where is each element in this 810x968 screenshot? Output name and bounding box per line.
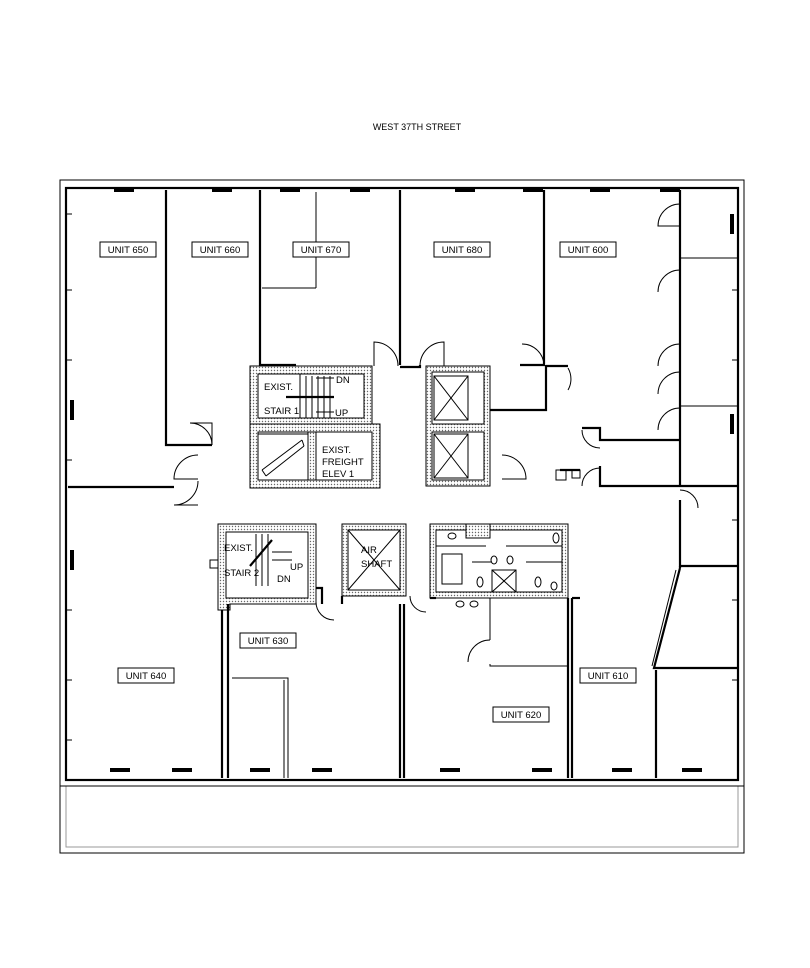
stair-2-up-label: UP [290,562,303,573]
unit-label-660[interactable]: UNIT 660 [191,241,249,258]
windows-side [70,214,734,570]
freight-elevator [249,423,381,489]
unit-label-680[interactable]: UNIT 680 [433,241,491,258]
air-shaft-label-2: SHAFT [361,559,392,570]
unit-label-640[interactable]: UNIT 640 [117,667,175,684]
unit-label-620[interactable]: UNIT 620 [492,706,550,723]
stair-2-exist-label: EXIST. [224,543,253,554]
svg-text:UNIT 620: UNIT 620 [501,710,541,721]
svg-text:UNIT 610: UNIT 610 [588,671,628,682]
north-walls [164,190,568,447]
door-swings [173,341,699,663]
freight-elev-label-1: EXIST. [322,445,351,456]
passenger-elevators [425,365,491,487]
east-offices [555,190,738,778]
west-divider [68,485,224,778]
perimeter-piers [66,213,738,741]
unit-label-670[interactable]: UNIT 670 [292,241,350,258]
stair-1 [249,365,373,425]
stair-2-name-label: STAIR 2 [224,568,259,579]
stair-1-up-label: UP [335,408,348,419]
unit-label-630[interactable]: UNIT 630 [239,632,297,649]
south-walls [226,596,580,778]
windows-top [114,188,680,192]
air-shaft [341,523,407,597]
svg-text:UNIT 600: UNIT 600 [568,245,608,256]
stair-1-name-label: STAIR 1 [264,406,299,417]
stair-1-dn-label: DN [336,375,350,386]
svg-text:UNIT 650: UNIT 650 [108,245,148,256]
unit-label-610[interactable]: UNIT 610 [579,667,637,684]
building-outline [59,179,745,854]
street-label: WEST 37TH STREET [373,122,462,132]
svg-text:UNIT 670: UNIT 670 [301,245,341,256]
svg-text:UNIT 640: UNIT 640 [126,671,166,682]
unit-label-650[interactable]: UNIT 650 [99,241,157,258]
air-shaft-label-1: AIR [361,545,377,556]
stair-1-exist-label: EXIST. [264,382,293,393]
unit-label-600[interactable]: UNIT 600 [559,241,617,258]
svg-text:UNIT 680: UNIT 680 [442,245,482,256]
svg-text:UNIT 630: UNIT 630 [248,636,288,647]
restrooms [429,523,569,608]
freight-elev-label-3: ELEV 1 [322,469,354,480]
freight-elev-label-2: FREIGHT [322,457,364,468]
windows-bottom [110,768,702,772]
svg-text:UNIT 660: UNIT 660 [200,245,240,256]
stair-2-dn-label: DN [277,574,291,585]
stair-2 [209,523,324,611]
